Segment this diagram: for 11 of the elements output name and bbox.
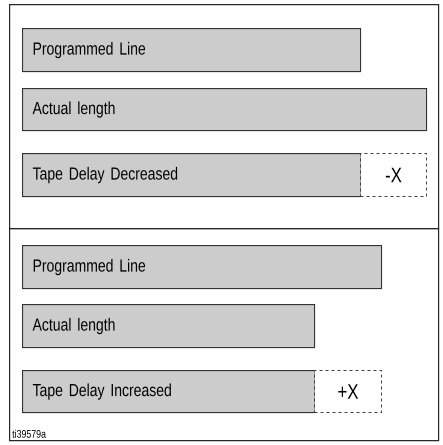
length-bar: Actual length (22, 88, 428, 132)
panel-frame (9, 228, 440, 442)
length-bar: Actual length (22, 304, 316, 348)
offset-box: +X (314, 370, 382, 413)
panel-frame (9, 4, 440, 230)
length-bar: Programmed Line (22, 245, 382, 290)
figure-id: ti39579a (12, 430, 46, 438)
offset-box: -X (360, 153, 427, 197)
length-bar: Programmed Line (22, 28, 362, 72)
length-bar: Tape Delay Increased (22, 370, 316, 414)
length-bar: Tape Delay Decreased (22, 153, 362, 198)
